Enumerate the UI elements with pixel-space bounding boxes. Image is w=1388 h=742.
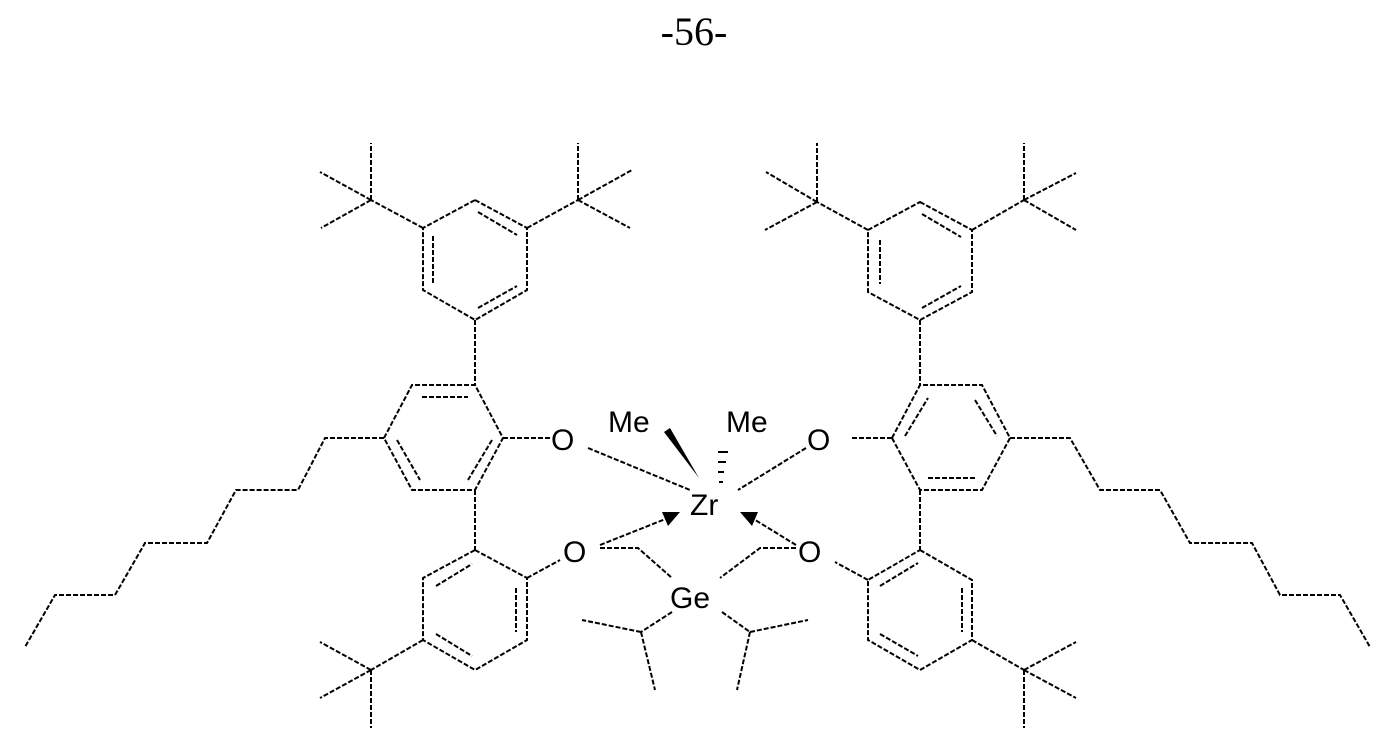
zirconium-atom: Zr bbox=[690, 489, 718, 522]
ring-lower-left bbox=[422, 548, 528, 672]
ring-middle-right bbox=[890, 384, 1012, 491]
octyl-chain-left bbox=[24, 437, 384, 648]
dative-arrow-right bbox=[740, 512, 758, 526]
tbu-top-left-b bbox=[526, 143, 633, 229]
tbu-top-right-b bbox=[971, 143, 1077, 231]
wedge-bond-methyl-left bbox=[664, 428, 699, 478]
tbu-lower-right bbox=[971, 639, 1077, 728]
hashed-bond-methyl-right bbox=[718, 451, 728, 483]
isopropyl-right bbox=[721, 611, 809, 691]
oxygen-upper-right: O bbox=[807, 424, 830, 457]
methyl-left: Me bbox=[608, 406, 650, 439]
ring-top-left bbox=[422, 198, 528, 322]
ring-top-right bbox=[867, 200, 973, 322]
oxygen-lower-left: O bbox=[563, 536, 586, 569]
isopropyl-left bbox=[581, 611, 673, 691]
methyl-right: Me bbox=[726, 406, 768, 439]
tbu-top-right-a bbox=[764, 143, 869, 231]
oxygen-upper-left: O bbox=[551, 424, 574, 457]
octyl-chain-right bbox=[1010, 437, 1371, 648]
ring-middle-left bbox=[382, 384, 505, 491]
tbu-top-left-a bbox=[319, 143, 424, 229]
tbu-lower-left bbox=[319, 639, 424, 728]
germanium-atom: Ge bbox=[670, 582, 710, 615]
ring-lower-right bbox=[867, 548, 973, 672]
dative-arrow-left bbox=[662, 512, 680, 526]
page-number: -56- bbox=[660, 9, 728, 54]
oxygen-lower-right: O bbox=[798, 536, 821, 569]
